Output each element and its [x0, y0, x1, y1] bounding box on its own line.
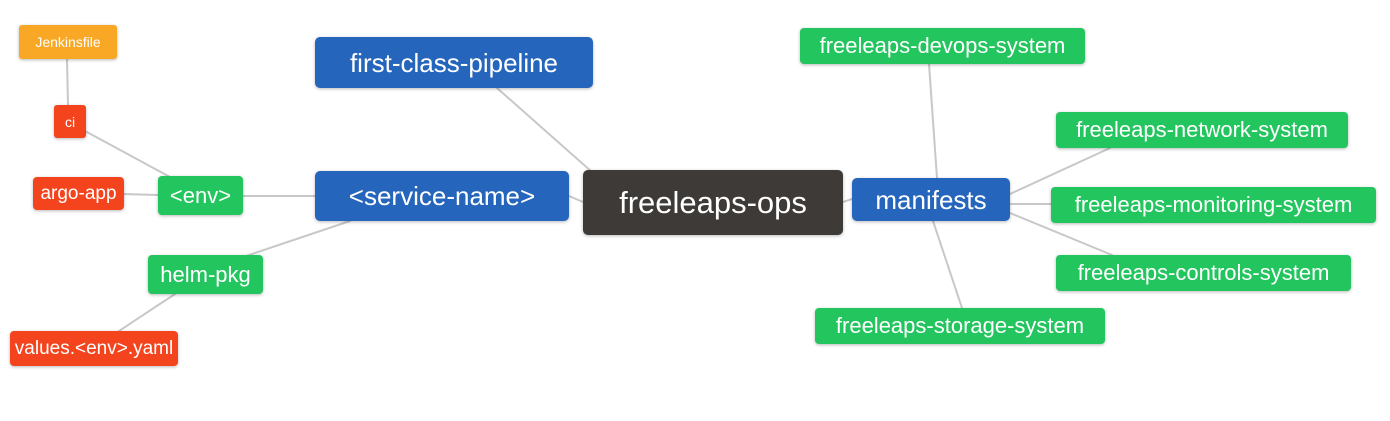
node-freeleaps-storage-system[interactable]: freeleaps-storage-system: [815, 308, 1105, 344]
node-freeleaps-monitoring-system[interactable]: freeleaps-monitoring-system: [1051, 187, 1376, 223]
node-label-freeleaps-ops: freeleaps-ops: [619, 185, 807, 220]
node-label-env: <env>: [169, 182, 232, 208]
node-label-helm-pkg: helm-pkg: [160, 261, 251, 287]
node-freeleaps-ops[interactable]: freeleaps-ops: [583, 170, 843, 235]
node-label-argo-app: argo-app: [40, 183, 117, 204]
edge-helm-pkg-to-values.<env>.yaml: [115, 293, 176, 334]
node-first-class-pipeline[interactable]: first-class-pipeline: [315, 37, 593, 88]
node-label-freeleaps-devops-system: freeleaps-devops-system: [819, 33, 1066, 58]
node-argo-app[interactable]: argo-app: [33, 177, 124, 210]
node-ci[interactable]: ci: [54, 105, 86, 138]
edge-ci-to-jenkinsfile: [66, 58, 69, 106]
node-label-first-class-pipeline: first-class-pipeline: [349, 47, 559, 78]
node-label-freeleaps-monitoring-system: freeleaps-monitoring-system: [1074, 192, 1353, 217]
node-label-freeleaps-network-system: freeleaps-network-system: [1076, 117, 1328, 142]
node-env[interactable]: <env>: [158, 176, 243, 215]
node-label-jenkinsfile: Jenkinsfile: [35, 34, 101, 50]
edge-freeleaps-ops-to-first-class-pipeline: [496, 87, 593, 173]
edge-manifests-to-freeleaps-devops-system: [928, 63, 938, 179]
node-manifests[interactable]: manifests: [852, 178, 1010, 221]
edge-manifests-to-freeleaps-storage-system: [932, 220, 963, 309]
node-freeleaps-devops-system[interactable]: freeleaps-devops-system: [800, 28, 1085, 64]
node-label-ci: ci: [64, 113, 76, 130]
node-label-values-env-yaml: values.<env>.yaml: [14, 338, 174, 359]
edge-freeleaps-ops-to-manifests: [842, 198, 853, 203]
node-jenkinsfile[interactable]: Jenkinsfile: [19, 25, 117, 59]
node-service-name[interactable]: <service-name>: [315, 171, 569, 221]
edge-env-to-ci: [84, 130, 171, 178]
node-label-freeleaps-storage-system: freeleaps-storage-system: [835, 313, 1085, 338]
node-label-manifests: manifests: [875, 184, 987, 215]
edge-env-to-argo-app: [123, 193, 159, 196]
node-values-env-yaml[interactable]: values.<env>.yaml: [10, 331, 178, 366]
node-helm-pkg[interactable]: helm-pkg: [148, 255, 263, 294]
edge-service-name-to-helm-pkg: [239, 220, 351, 259]
node-freeleaps-controls-system[interactable]: freeleaps-controls-system: [1056, 255, 1351, 291]
node-label-service-name: <service-name>: [348, 181, 536, 211]
edge-freeleaps-ops-to-service-name: [568, 195, 584, 203]
node-freeleaps-network-system[interactable]: freeleaps-network-system: [1056, 112, 1348, 148]
node-label-freeleaps-controls-system: freeleaps-controls-system: [1077, 260, 1330, 285]
